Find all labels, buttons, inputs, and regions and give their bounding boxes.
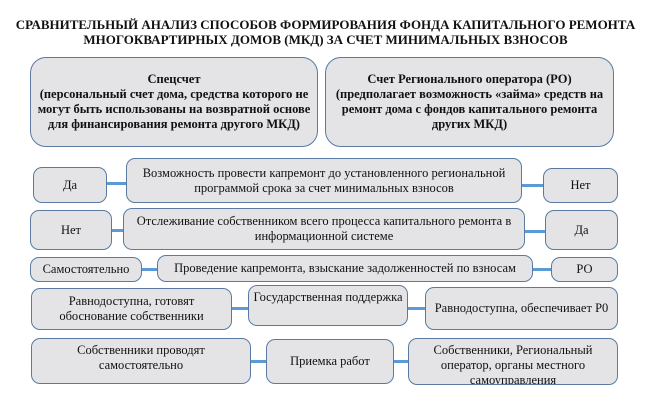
header-regional-operator: Счет Регионального оператора (РО) (предп… (325, 57, 614, 147)
row1-left: Да (33, 167, 107, 203)
row5-criterion: Приемка работ (266, 339, 394, 384)
connector (142, 268, 158, 271)
connector (394, 360, 409, 363)
row4-criterion: Государственная поддержка (248, 285, 408, 326)
connector (251, 360, 267, 363)
row2-criterion: Отслеживание собственником всего процесс… (123, 208, 525, 250)
row3-criterion: Проведение капремонта, взыскание задолже… (157, 255, 533, 282)
diagram-title: СРАВНИТЕЛЬНЫЙ АНАЛИЗ СПОСОБОВ ФОРМИРОВАН… (0, 17, 651, 47)
connector (232, 307, 249, 310)
row5-left: Собственники проводят самостоятельно (31, 338, 251, 384)
connector (532, 268, 552, 271)
row1-criterion: Возможность провести капремонт до устано… (126, 158, 522, 203)
row3-left: Самостоятельно (30, 257, 142, 282)
row3-right: РО (551, 257, 618, 282)
connector (112, 229, 124, 232)
row4-left: Равнодоступна, готовят обоснование собст… (31, 288, 232, 330)
row1-right: Нет (543, 168, 618, 203)
title-line-1: СРАВНИТЕЛЬНЫЙ АНАЛИЗ СПОСОБОВ ФОРМИРОВАН… (15, 17, 636, 32)
row2-left: Нет (30, 210, 112, 250)
connector (107, 182, 127, 185)
row5-right: Собственники, Региональный оператор, орг… (408, 338, 618, 385)
title-line-2: МНОГОКВАРТИРНЫХ ДОМОВ (МКД) ЗА СЧЕТ МИНИ… (83, 32, 568, 47)
connector (408, 307, 426, 310)
row4-right: Равнодоступна, обеспечивает Р0 (425, 287, 618, 330)
row2-right: Да (545, 210, 618, 250)
header-special-account: Спецсчет (персональный счет дома, средст… (30, 57, 318, 147)
connector (524, 230, 546, 233)
connector (521, 184, 544, 187)
